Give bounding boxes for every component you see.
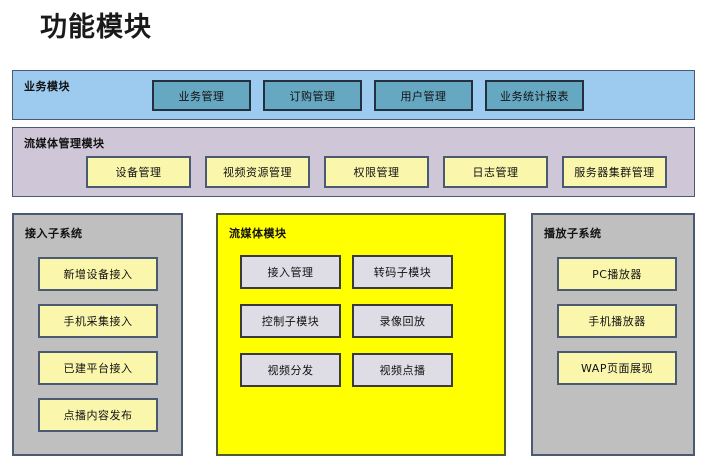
item-control-submodule[interactable]: 控制子模块 bbox=[240, 304, 341, 338]
item-video-distribution[interactable]: 视频分发 bbox=[240, 353, 341, 387]
button-user-management[interactable]: 用户管理 bbox=[374, 80, 473, 111]
panel-access-subsystem: 接入子系统 新增设备接入 手机采集接入 已建平台接入 点播内容发布 bbox=[12, 213, 183, 456]
item-video-on-demand[interactable]: 视频点播 bbox=[352, 353, 453, 387]
button-device-management[interactable]: 设备管理 bbox=[86, 156, 191, 188]
item-transcoding-submodule[interactable]: 转码子模块 bbox=[352, 255, 453, 289]
button-permission-management[interactable]: 权限管理 bbox=[324, 156, 429, 188]
item-new-device-access[interactable]: 新增设备接入 bbox=[38, 257, 158, 291]
item-existing-platform-access[interactable]: 已建平台接入 bbox=[38, 351, 158, 385]
panel-play-subsystem: 播放子系统 PC播放器 手机播放器 WAP页面展现 bbox=[531, 213, 695, 456]
button-video-resource-management[interactable]: 视频资源管理 bbox=[205, 156, 310, 188]
panel-stream-module: 流媒体模块 接入管理 转码子模块 控制子模块 录像回放 视频分发 视频点播 bbox=[216, 213, 506, 456]
stream-management-buttons: 设备管理 视频资源管理 权限管理 日志管理 服务器集群管理 bbox=[86, 156, 667, 188]
panel-stream-module-label: 流媒体模块 bbox=[229, 227, 287, 240]
band-stream-label: 流媒体管理模块 bbox=[24, 137, 105, 150]
panel-play-label: 播放子系统 bbox=[544, 227, 602, 240]
play-subsystem-items: PC播放器 手机播放器 WAP页面展现 bbox=[557, 257, 677, 385]
button-business-management[interactable]: 业务管理 bbox=[152, 80, 251, 111]
item-wap-page-display[interactable]: WAP页面展现 bbox=[557, 351, 677, 385]
page-title: 功能模块 bbox=[40, 12, 152, 43]
item-access-management[interactable]: 接入管理 bbox=[240, 255, 341, 289]
button-business-statistics-report[interactable]: 业务统计报表 bbox=[485, 80, 584, 111]
band-business-module: 业务模块 业务管理 订购管理 用户管理 业务统计报表 bbox=[12, 70, 695, 120]
stream-module-items: 接入管理 转码子模块 控制子模块 录像回放 视频分发 视频点播 bbox=[240, 255, 453, 387]
button-log-management[interactable]: 日志管理 bbox=[443, 156, 548, 188]
button-server-cluster-management[interactable]: 服务器集群管理 bbox=[562, 156, 667, 188]
item-pc-player[interactable]: PC播放器 bbox=[557, 257, 677, 291]
business-module-buttons: 业务管理 订购管理 用户管理 业务统计报表 bbox=[152, 80, 584, 111]
band-business-label: 业务模块 bbox=[24, 80, 70, 93]
access-subsystem-items: 新增设备接入 手机采集接入 已建平台接入 点播内容发布 bbox=[38, 257, 158, 432]
panel-access-label: 接入子系统 bbox=[25, 227, 83, 240]
band-stream-management-module: 流媒体管理模块 设备管理 视频资源管理 权限管理 日志管理 服务器集群管理 bbox=[12, 127, 695, 197]
item-vod-content-publish[interactable]: 点播内容发布 bbox=[38, 398, 158, 432]
item-recording-playback[interactable]: 录像回放 bbox=[352, 304, 453, 338]
item-mobile-capture-access[interactable]: 手机采集接入 bbox=[38, 304, 158, 338]
item-mobile-player[interactable]: 手机播放器 bbox=[557, 304, 677, 338]
button-order-management[interactable]: 订购管理 bbox=[263, 80, 362, 111]
